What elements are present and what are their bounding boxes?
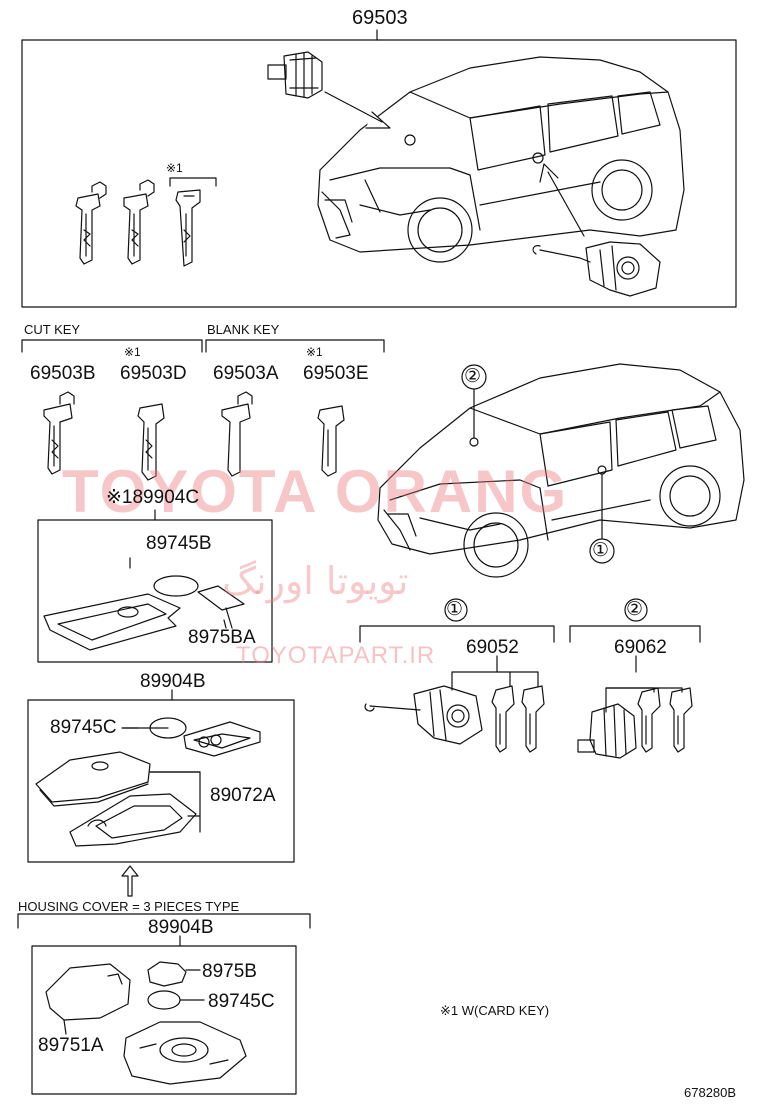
blank-key-caption: BLANK KEY xyxy=(207,322,280,337)
door-lock-set-parts xyxy=(364,671,545,753)
key-label-69503E: 69503E xyxy=(303,363,369,384)
fob3-parts xyxy=(45,961,247,1085)
cut-key-caption: CUT KEY xyxy=(24,322,81,337)
card-assembly-label: ※189904C xyxy=(106,487,200,508)
door-lock-top xyxy=(532,241,661,297)
note-mark-k4: ※1 xyxy=(306,345,323,359)
fob3-plate-label: 8975B xyxy=(202,961,257,982)
callout-2-set: ② xyxy=(626,599,644,620)
callout-circle-1 xyxy=(589,538,615,564)
main-assembly-label: 69503 xyxy=(352,7,408,29)
key-fob-parts xyxy=(35,717,261,847)
fob3-assembly-label: 89904B xyxy=(148,917,214,938)
fob3-cover-label: 89751A xyxy=(38,1035,104,1056)
lock-cylinder-set-parts xyxy=(577,687,693,759)
note-mark-top: ※1 xyxy=(166,161,183,175)
key-fob-frame xyxy=(27,699,295,863)
key-label-69503A: 69503A xyxy=(213,363,279,384)
fob3-battery-label: 89745C xyxy=(208,991,275,1012)
arrow-to-door xyxy=(539,163,585,237)
main-assembly-frame xyxy=(21,39,737,308)
callout-circle-2 xyxy=(461,364,487,390)
callout-1-label: ① xyxy=(592,540,610,561)
key-label-69503B: 69503B xyxy=(30,363,96,384)
lock-cylinder-set-bracket xyxy=(569,625,701,643)
keys-middle xyxy=(43,391,345,481)
illustration-code: 678280B xyxy=(684,1085,737,1100)
fob-housing-label: 89072A xyxy=(210,785,276,806)
keys-top xyxy=(75,177,217,267)
housing-cover-bracket xyxy=(17,913,311,929)
note-mark-k2: ※1 xyxy=(124,345,141,359)
footnote: ※1 W(CARD KEY) xyxy=(440,1003,550,1018)
watermark-primary: TOYOTA ORANG xyxy=(62,458,569,525)
card-key-parts xyxy=(43,575,245,651)
door-lock-set-label: 69052 xyxy=(466,637,519,658)
watermark-arabic: تویوتا اورنگ xyxy=(222,559,409,603)
blank-key-bracket xyxy=(205,339,385,353)
key-label-69503D: 69503D xyxy=(120,363,187,384)
watermark-site: TOYOTAPART.IR xyxy=(236,642,436,669)
fob-battery-label: 89745C xyxy=(50,717,117,738)
arrow-to-hood xyxy=(324,91,391,129)
callout-2-label: ② xyxy=(464,366,482,387)
car-illustration-right xyxy=(377,363,745,578)
fob3-frame xyxy=(31,945,297,1095)
fob-assembly-label: 89904B xyxy=(140,671,206,692)
lock-cylinder-set-label: 69062 xyxy=(614,637,667,658)
callout-1-set: ① xyxy=(446,599,464,620)
ignition-cylinder-top xyxy=(267,51,323,99)
cut-key-bracket xyxy=(21,339,203,353)
car-illustration-top xyxy=(317,56,685,263)
card-plate-label: 8975BA xyxy=(188,627,256,648)
arrow-up xyxy=(121,865,139,897)
door-lock-set-bracket xyxy=(359,625,555,643)
card-battery-label: 89745B xyxy=(146,533,212,554)
housing-cover-caption: HOUSING COVER = 3 PIECES TYPE xyxy=(18,899,240,914)
